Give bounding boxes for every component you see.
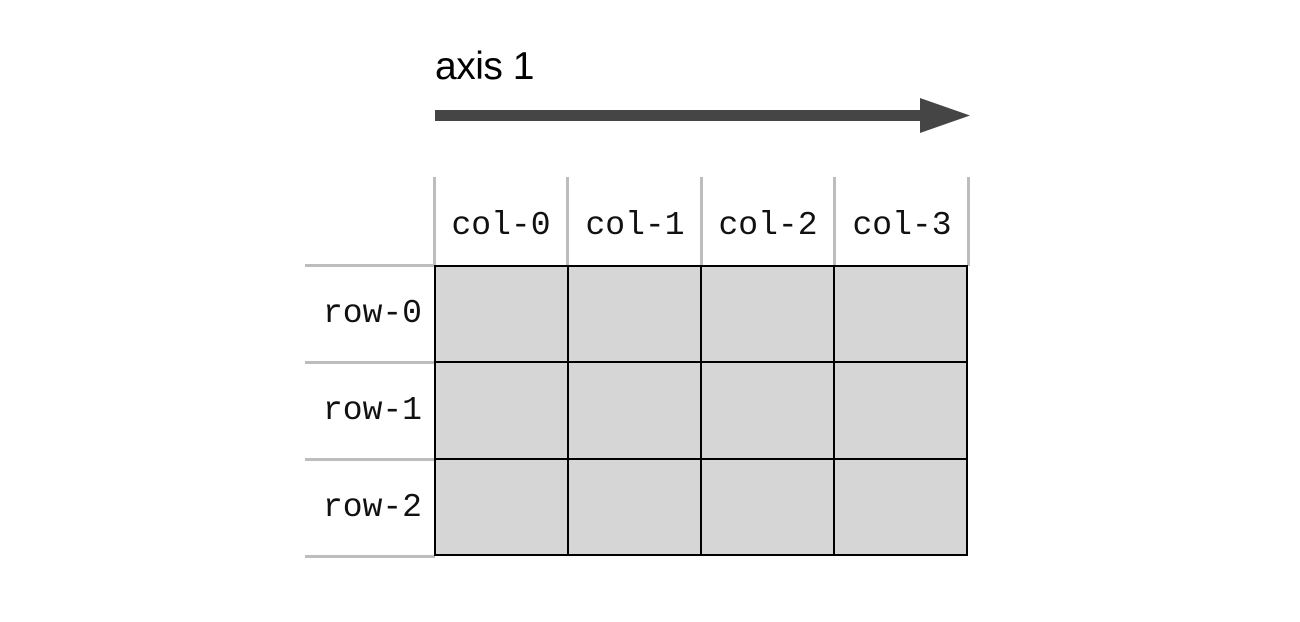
column-separator-0 <box>433 177 436 266</box>
grid-cell <box>436 267 567 362</box>
grid-cell <box>436 459 567 554</box>
grid-cell <box>702 459 833 554</box>
column-separator-1 <box>566 177 569 266</box>
grid-cell <box>702 363 833 458</box>
axis-arrow-right-icon <box>435 98 970 133</box>
row-header-row-1: row-1 <box>322 392 422 429</box>
column-header-col-1: col-1 <box>585 207 685 244</box>
grid-cell <box>569 267 700 362</box>
row-header-row-0: row-0 <box>322 295 422 332</box>
row-header-row-2: row-2 <box>322 489 422 526</box>
column-separator-3 <box>833 177 836 266</box>
column-header-col-0: col-0 <box>451 207 551 244</box>
axis-label: axis 1 <box>435 45 534 88</box>
column-separator-2 <box>700 177 703 266</box>
row-separator-2 <box>305 458 435 461</box>
grid-cell <box>569 363 700 458</box>
row-separator-1 <box>305 361 435 364</box>
row-separator-3 <box>305 555 435 558</box>
column-header-col-3: col-3 <box>852 207 952 244</box>
grid-cell <box>835 459 966 554</box>
grid-cell <box>835 363 966 458</box>
row-separator-0 <box>305 264 435 267</box>
grid-cell <box>835 267 966 362</box>
grid-cell <box>702 267 833 362</box>
grid-cell <box>436 363 567 458</box>
column-header-col-2: col-2 <box>718 207 818 244</box>
column-separator-4 <box>967 177 970 266</box>
grid-cell <box>569 459 700 554</box>
data-grid <box>434 265 968 556</box>
